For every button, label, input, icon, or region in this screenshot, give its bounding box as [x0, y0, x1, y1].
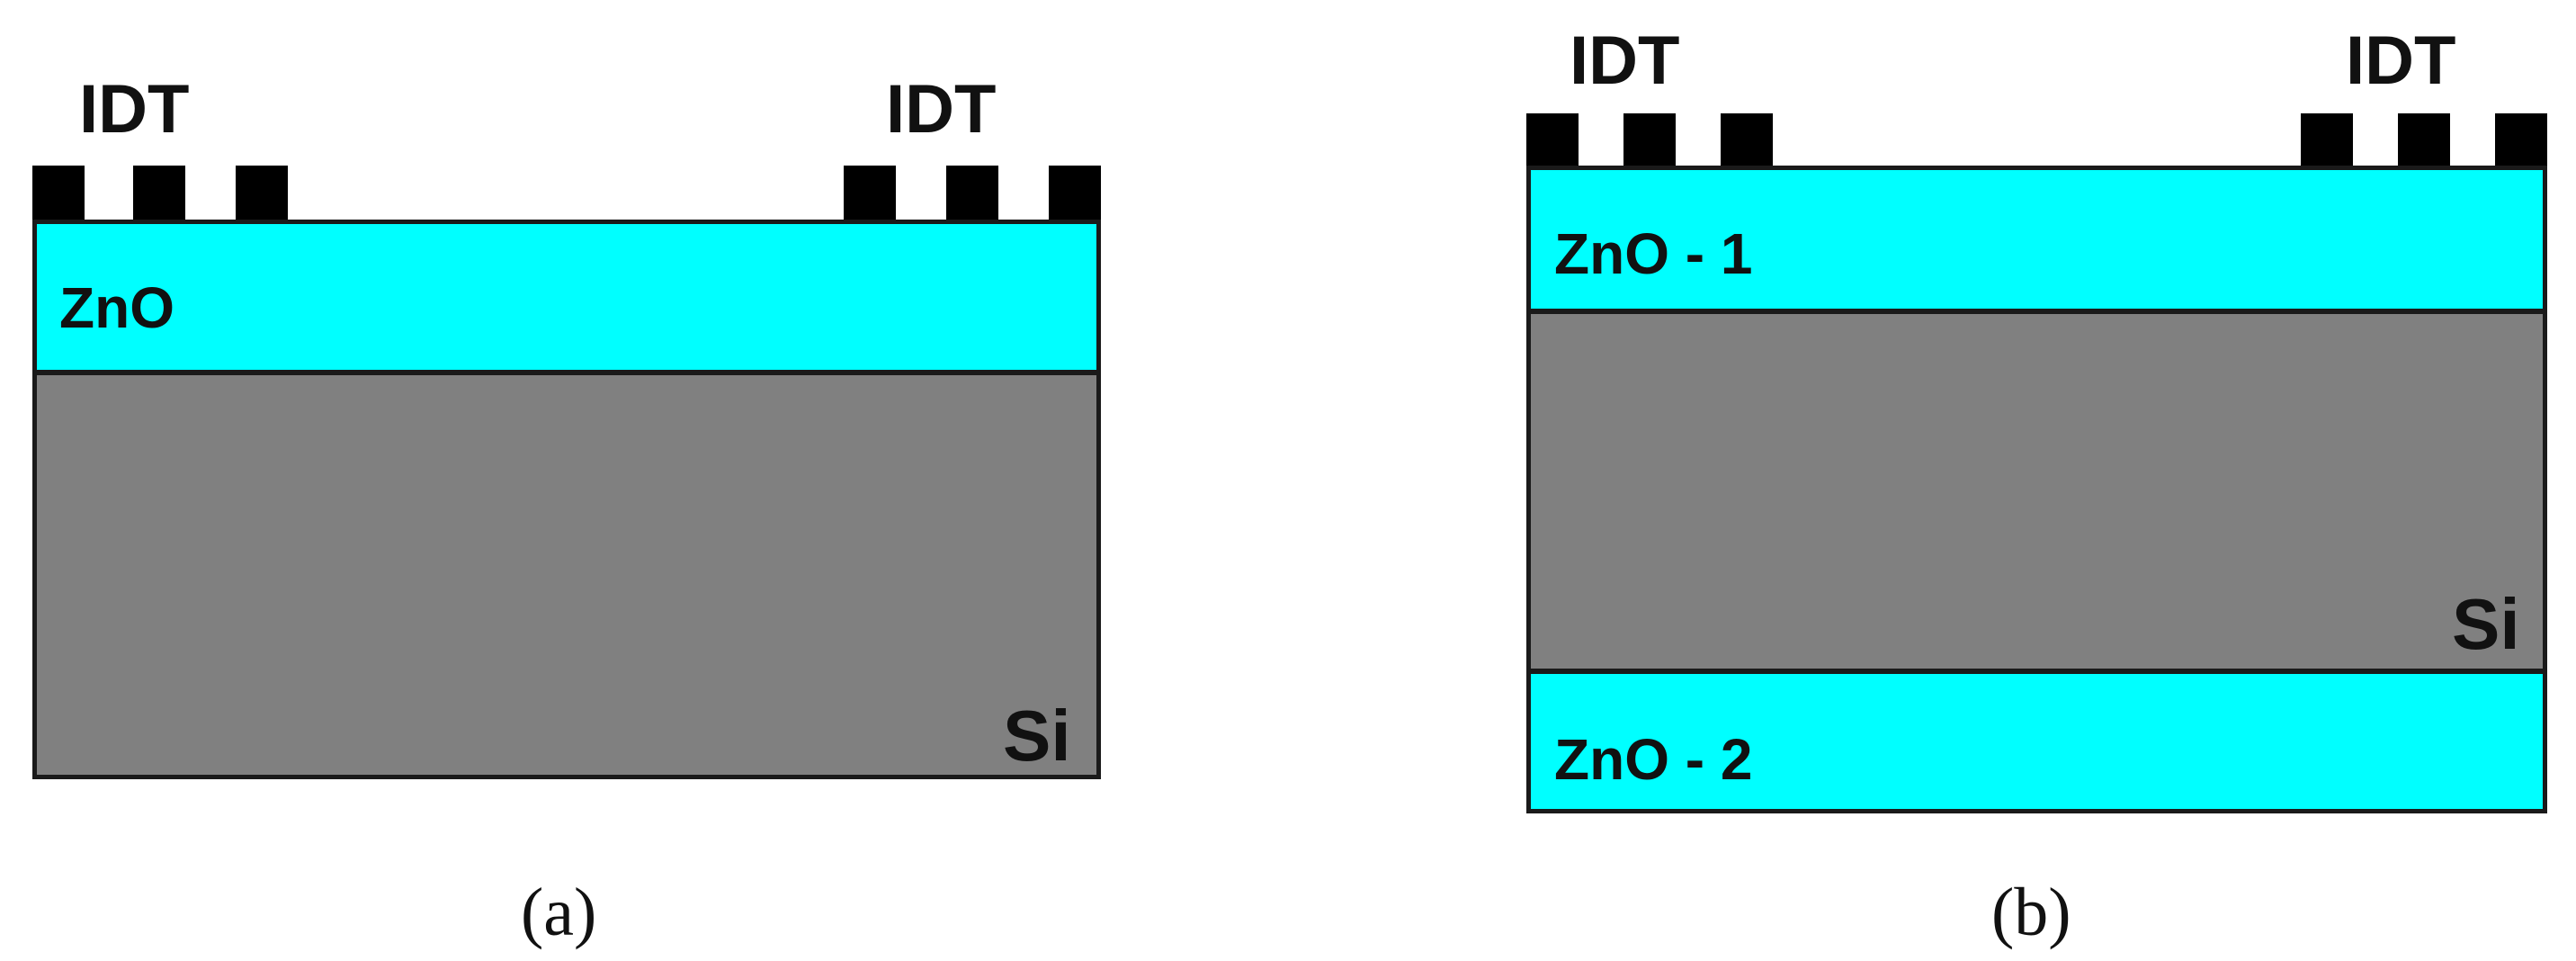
electrode-finger — [2495, 113, 2547, 169]
caption-b: (b) — [1991, 875, 2071, 950]
si-substrate — [1526, 310, 2547, 673]
caption-a: (a) — [521, 875, 597, 950]
si-label: Si — [2452, 584, 2520, 664]
si-substrate — [32, 371, 1101, 779]
electrode-finger — [1721, 113, 1773, 169]
electrode-finger — [1049, 166, 1101, 221]
zno-label: ZnO — [59, 275, 174, 340]
electrode-finger — [133, 166, 185, 221]
electrode-finger — [1623, 113, 1676, 169]
si-label: Si — [1003, 696, 1071, 776]
electrode-finger — [1526, 113, 1579, 169]
electrode-finger — [2301, 113, 2353, 169]
electrode-finger — [2398, 113, 2450, 169]
electrode-finger — [236, 166, 288, 221]
zno-bottom-layer — [1526, 669, 2547, 813]
zno-bottom-label: ZnO - 2 — [1554, 727, 1753, 792]
electrode-finger — [844, 166, 896, 221]
electrode-finger — [946, 166, 998, 221]
zno-layer — [32, 220, 1101, 374]
panel-a: IDT IDT ZnO Si (a) — [0, 0, 1259, 961]
idt-label-right: IDT — [886, 71, 997, 148]
zno-top-label: ZnO - 1 — [1554, 221, 1753, 286]
electrode-finger — [32, 166, 85, 221]
idt-label-right: IDT — [2346, 22, 2456, 99]
idt-label-left: IDT — [1570, 22, 1680, 99]
idt-label-left: IDT — [79, 71, 190, 148]
